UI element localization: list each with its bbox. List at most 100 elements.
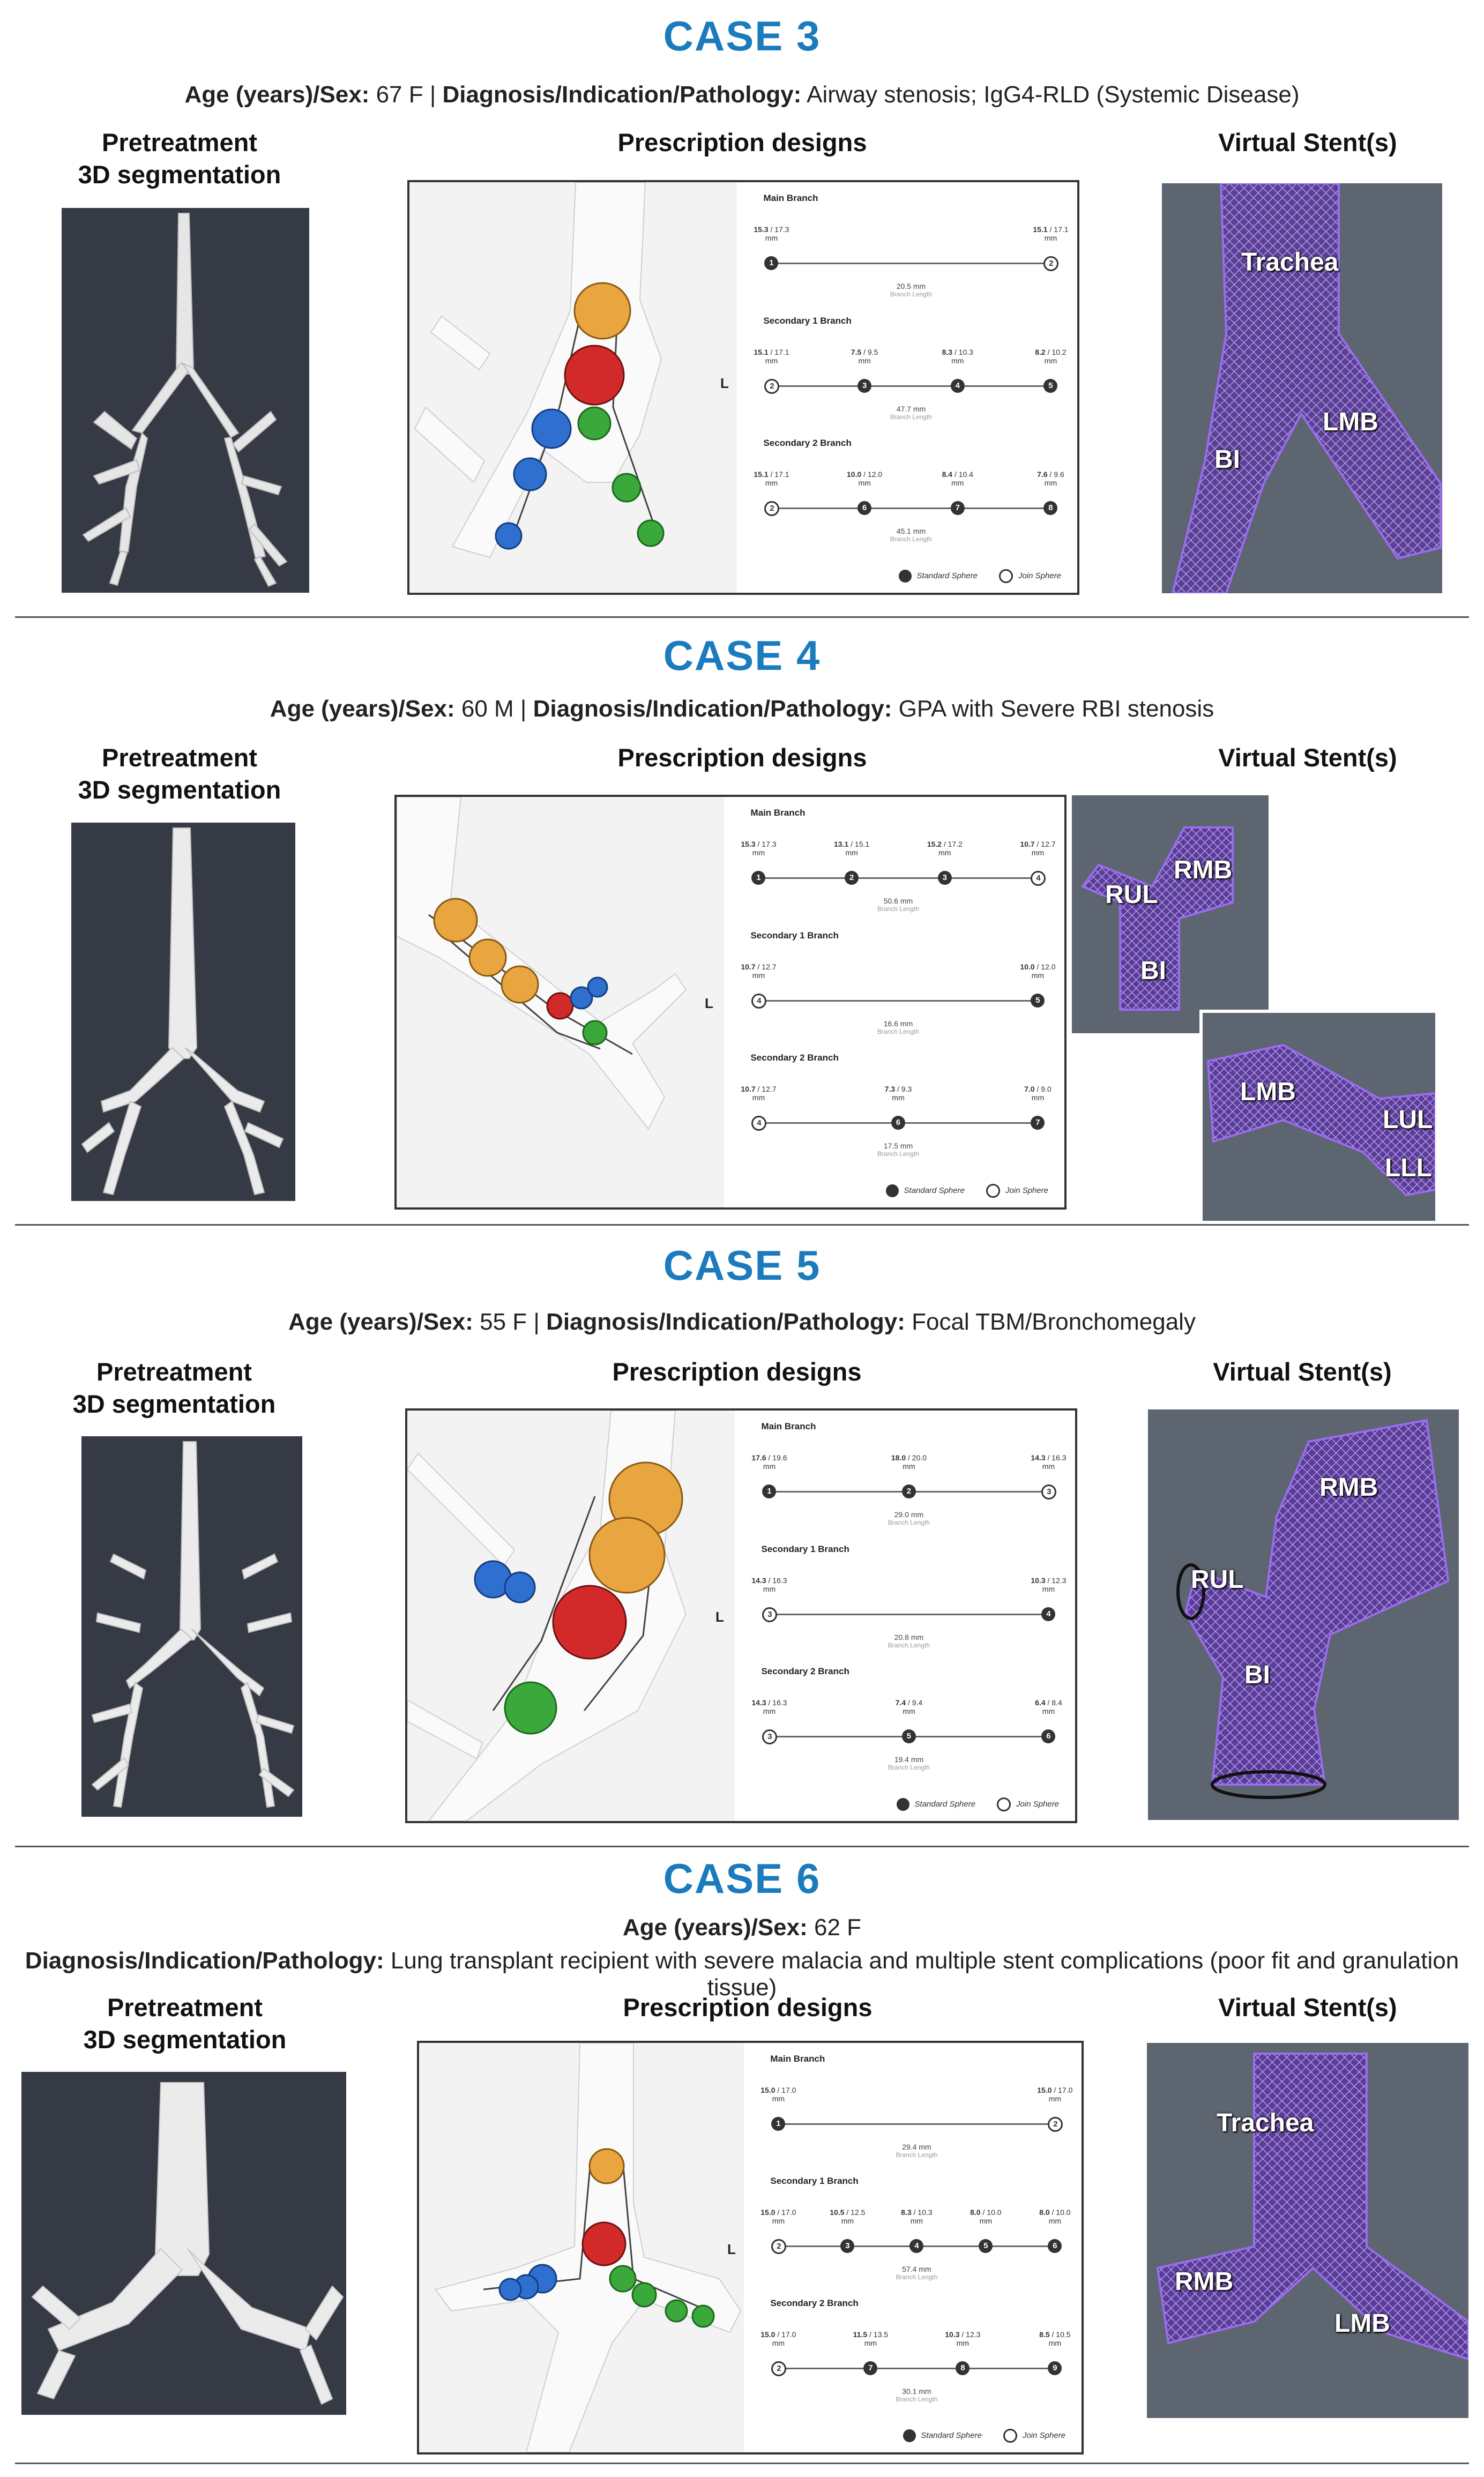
stent-label-lmb: LMB: [1334, 2309, 1390, 2338]
diameter-value: 7.6: [1037, 470, 1048, 479]
col-head-virtual: Virtual Stent(s): [1213, 1357, 1392, 1386]
stent-label-rmb: RMB: [1175, 2267, 1234, 2296]
branch-line: [771, 385, 1051, 387]
standard-sphere-marker: 6: [1041, 1729, 1056, 1744]
diameter-max-value: / 8.4: [1047, 1698, 1062, 1707]
branch-title: Secondary 1 Branch: [763, 315, 852, 326]
diameter-max-value: / 16.3: [768, 1698, 787, 1707]
standard-sphere-marker: 4: [909, 2239, 924, 2253]
branch-length-label: Branch Length: [890, 413, 932, 421]
airway-sphere-model-graphic: [414, 182, 665, 558]
diameter-max-value: / 10.2: [1047, 347, 1067, 356]
segmentation-image: [62, 208, 309, 593]
stent-label-lmb: LMB: [1323, 408, 1378, 436]
diameter-max-value: / 16.3: [1047, 1453, 1067, 1462]
branch-title: Secondary 2 Branch: [770, 2298, 859, 2308]
branch-title: Main Branch: [761, 1421, 816, 1431]
diameter-max-value: / 12.7: [757, 1085, 777, 1094]
branch-length-value: 19.4 mm: [894, 1755, 924, 1764]
diameter-max-value: / 17.0: [777, 2330, 796, 2339]
diameter-unit: mm: [979, 2217, 993, 2225]
diameter-value: 15.2: [927, 840, 942, 848]
standard-sphere-marker: 5: [979, 2239, 993, 2253]
standard-sphere-label: Standard Sphere: [914, 1799, 975, 1809]
diameter-unit: mm: [772, 2339, 785, 2347]
case-meta-age: Age (years)/Sex: 62 F: [622, 1914, 862, 1941]
join-sphere-marker: 4: [751, 1116, 767, 1131]
diameter-value: 8.3: [901, 2208, 912, 2217]
diameter-unit: mm: [765, 479, 778, 488]
diameter-max-value: / 9.5: [863, 347, 878, 356]
standard-sphere-marker: 1: [771, 2117, 786, 2131]
diameter-value: 7.0: [1024, 1085, 1035, 1094]
case-meta-diagnosis: Diagnosis/Indication/Pathology: Lung tra…: [25, 1948, 1459, 2001]
diameter-max-value: / 17.0: [1054, 2086, 1073, 2094]
virtual-stent-image: RMB RUL BI: [1148, 1409, 1459, 1820]
branch-length-label: Branch Length: [888, 1764, 930, 1772]
diameter-value: 8.5: [1039, 2330, 1050, 2339]
stent-label-bi: BI: [1140, 957, 1166, 985]
diameter-unit: mm: [1031, 1093, 1045, 1102]
diameter-value: 10.7: [1020, 840, 1035, 848]
join-sphere-marker: 3: [1041, 1484, 1057, 1499]
diameter-value: 10.7: [741, 1085, 756, 1094]
diameter-unit: mm: [1044, 479, 1057, 488]
branch-length-label: Branch Length: [896, 2273, 938, 2281]
stent-label-rmb: RMB: [1174, 856, 1233, 884]
segmentation-image: [71, 823, 295, 1201]
standard-sphere-label: Standard Sphere: [904, 1185, 965, 1195]
join-sphere-label: Join Sphere: [1005, 1185, 1048, 1195]
standard-sphere-marker: 2: [845, 871, 859, 885]
stent-label-lmb: LMB: [1240, 1078, 1296, 1106]
branch-length-label: Branch Length: [896, 2151, 938, 2159]
diameter-max-value: / 17.0: [777, 2208, 796, 2217]
diameter-max-value: / 10.3: [913, 2208, 933, 2217]
diameter-max-value: / 17.1: [1049, 225, 1069, 234]
diameter-max-value: / 10.0: [1052, 2208, 1071, 2217]
join-sphere-label: Join Sphere: [1022, 2430, 1065, 2440]
diameter-unit: mm: [763, 1584, 776, 1593]
diameter-max-value: / 10.4: [954, 470, 973, 479]
airway-sphere-model-graphic: [397, 797, 687, 1130]
segmentation-image: [21, 2072, 346, 2415]
join-sphere-label: Join Sphere: [1018, 571, 1061, 580]
diameter-max-value: / 10.0: [982, 2208, 1002, 2217]
stent-mesh-graphic: [1176, 1419, 1450, 1799]
diameter-unit: mm: [951, 479, 964, 488]
diameter-max-value: / 12.7: [757, 962, 777, 971]
diameter-unit: mm: [752, 848, 765, 857]
airway-segmentation-graphic: [82, 213, 288, 587]
case-divider: [15, 2463, 1469, 2464]
diameter-max-value: / 12.0: [863, 470, 883, 479]
diameter-unit: mm: [1048, 2339, 1062, 2347]
diameter-unit: mm: [858, 479, 871, 488]
prescription-3d-model: L: [409, 182, 737, 593]
diameter-unit: mm: [1031, 848, 1045, 857]
diameter-max-value: / 17.1: [770, 347, 789, 356]
standard-sphere-marker: 6: [1048, 2239, 1062, 2253]
standard-sphere-marker: 8: [1043, 501, 1058, 516]
diameter-unit: mm: [765, 234, 778, 242]
case-divider: [15, 1846, 1469, 1847]
left-orientation-mark: L: [715, 1609, 724, 1625]
stent-label-trachea: Trachea: [1217, 2109, 1314, 2137]
